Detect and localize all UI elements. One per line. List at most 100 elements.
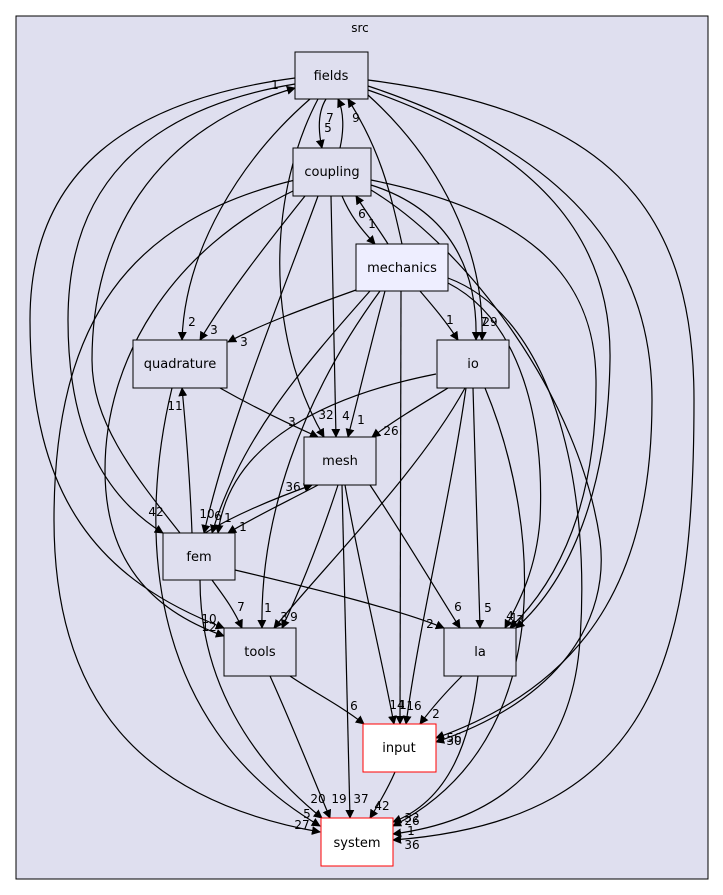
node-quadrature[interactable]: quadrature <box>132 339 228 389</box>
edge-fem-tools[interactable]: 7 <box>211 579 245 629</box>
edge-tools-system[interactable]: 19 <box>269 675 347 819</box>
edge-label: 14 <box>389 698 404 712</box>
edge-la-system[interactable]: 32 <box>392 675 479 825</box>
edge-fields-tools[interactable]: 10 <box>29 77 296 630</box>
node-tools[interactable]: tools <box>223 627 297 677</box>
edge-quadrature-mesh[interactable]: 3 <box>219 387 319 438</box>
edge-mesh-system[interactable]: 37 <box>341 484 369 819</box>
edge-fem-fields[interactable]: 1 <box>91 78 296 534</box>
edge-label: 7 <box>237 600 245 614</box>
edge-mesh-fem[interactable]: 1 <box>227 484 319 534</box>
edge-mechanics-fields[interactable]: 9 <box>347 98 403 245</box>
edge-coupling-fem[interactable]: 10 <box>199 195 319 534</box>
edge-io-system[interactable]: 26 <box>392 387 526 828</box>
edge-tools-input[interactable]: 6 <box>289 675 365 725</box>
edge-label: 16 <box>406 699 421 713</box>
edge-fem-quadrature[interactable]: 11 <box>167 387 193 534</box>
node-label: coupling <box>304 165 359 180</box>
node-label: mechanics <box>367 261 437 276</box>
edge-coupling-system[interactable]: 27 <box>53 179 321 836</box>
edge-label: 1 <box>407 824 415 838</box>
edge-label: 12 <box>201 620 216 634</box>
edge-label: 6 <box>358 207 366 221</box>
edge-mechanics-io[interactable]: 1 <box>419 290 459 341</box>
edge-label: 9 <box>352 111 360 125</box>
edge-fem-system[interactable]: 20 <box>199 579 326 819</box>
edge-io-la[interactable]: 5 <box>472 387 492 629</box>
edge-io-fem[interactable]: 1 <box>214 373 437 534</box>
edge-mesh-tools[interactable]: 9 <box>281 484 339 629</box>
edge-label: 3 <box>516 613 524 627</box>
node-system[interactable]: system <box>320 817 394 867</box>
node-input[interactable]: input <box>362 723 437 773</box>
node-label: io <box>467 357 479 372</box>
edge-label: 5 <box>303 807 311 821</box>
edge-io-mesh[interactable]: 26 <box>371 387 449 438</box>
edge-coupling-mechanics[interactable]: 1 <box>341 195 376 245</box>
node-fields[interactable]: fields <box>294 51 369 100</box>
edge-label: 4 <box>342 409 350 423</box>
edge-label: 27 <box>294 818 309 832</box>
edge-label: 3 <box>210 323 218 337</box>
edge-label: 29 <box>482 315 497 329</box>
edge-label: 6 <box>214 509 222 523</box>
edge-fields-mesh[interactable]: 32 <box>279 98 334 438</box>
edge-label: 1 <box>368 217 376 231</box>
edge-label: 30 <box>446 734 461 748</box>
node-mesh[interactable]: mesh <box>303 436 377 486</box>
edge-io-tools[interactable]: 3 <box>273 387 466 629</box>
edge-label: 26 <box>383 424 398 438</box>
node-label: input <box>382 741 415 756</box>
edge-coupling-mesh[interactable]: 4 <box>330 195 350 438</box>
edge-coupling-fields[interactable]: 7 <box>326 98 346 149</box>
edge-label: 2 <box>188 315 196 329</box>
edge-mechanics-la[interactable]: 4 <box>447 282 542 629</box>
edge-label: 2 <box>426 617 434 631</box>
edge-label: 1 <box>271 78 279 92</box>
edge-fields-la[interactable]: 3 <box>367 89 611 629</box>
edge-mechanics-fem[interactable]: 6 <box>210 290 371 534</box>
edge-fields-quadrature[interactable]: 2 <box>177 98 311 341</box>
edge-coupling-io[interactable]: 7 <box>370 184 488 341</box>
edge-fields-io[interactable]: 29 <box>367 94 498 341</box>
edge-fields-coupling[interactable]: 5 <box>315 98 332 149</box>
edge-label: 1 <box>357 413 365 427</box>
edge-label: 10 <box>201 612 216 626</box>
cluster-label: src <box>351 21 369 35</box>
edge-label: 32 <box>318 408 333 422</box>
edge-mechanics-system[interactable]: 1 <box>392 277 583 838</box>
node-io[interactable]: io <box>436 339 510 389</box>
edge-label: 36 <box>404 838 419 852</box>
node-label: fields <box>314 69 349 84</box>
edge-label: 3 <box>288 415 296 429</box>
edge-mechanics-input[interactable]: 1 <box>395 290 407 725</box>
node-label: system <box>334 836 381 851</box>
edge-label: 9 <box>290 610 298 624</box>
edge-mechanics-mesh[interactable]: 1 <box>345 290 386 438</box>
edge-io-input[interactable]: 16 <box>402 387 467 725</box>
edge-label: 7 <box>480 315 488 329</box>
edge-coupling-la[interactable]: 1 <box>370 179 597 629</box>
edge-coupling-tools[interactable]: 12 <box>104 189 296 638</box>
edge-label: 1 <box>446 313 454 327</box>
node-la[interactable]: la <box>443 627 517 677</box>
node-mechanics[interactable]: mechanics <box>355 243 449 292</box>
node-fem[interactable]: fem <box>162 532 236 581</box>
edge-coupling-quadrature[interactable]: 3 <box>199 195 306 341</box>
edge-fields-system[interactable]: 36 <box>367 79 695 852</box>
edge-coupling-input[interactable]: 30 <box>370 189 602 748</box>
edge-mesh-input[interactable]: 14 <box>344 484 405 725</box>
edge-label: 2 <box>432 707 440 721</box>
nodes: fields coupling mechanics quadrature io … <box>132 51 517 867</box>
edge-mechanics-coupling[interactable]: 6 <box>355 195 389 245</box>
edge-la-input[interactable]: 2 <box>419 675 463 725</box>
edge-label: 1 <box>510 611 518 625</box>
edge-quadrature-system[interactable]: 5 <box>155 387 321 827</box>
edge-mesh-la[interactable]: 6 <box>369 484 462 629</box>
node-coupling[interactable]: coupling <box>292 147 372 197</box>
edge-mechanics-tools[interactable]: 1 <box>257 290 381 629</box>
edge-input-system[interactable]: 42 <box>369 771 396 819</box>
edge-fem-la[interactable]: 2 <box>234 569 445 631</box>
edge-label: 26 <box>404 814 419 828</box>
